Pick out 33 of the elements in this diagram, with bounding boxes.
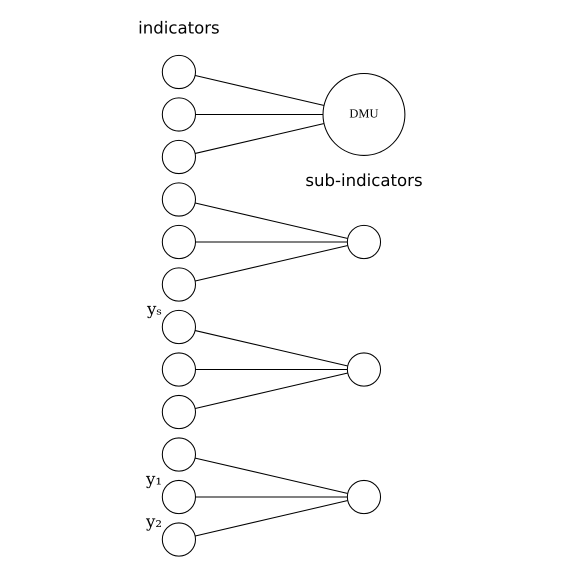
node-circle (162, 394, 196, 430)
connector (195, 202, 348, 239)
connector (196, 368, 348, 370)
connector (196, 496, 348, 498)
node-circle (162, 140, 196, 174)
connector (195, 458, 348, 494)
node-circle (162, 97, 196, 132)
label: sub-indicators (305, 170, 423, 190)
node-circle (162, 267, 196, 302)
label: indicators (138, 18, 220, 38)
connector (195, 372, 348, 409)
connector (196, 241, 348, 243)
node-circle: DMU (322, 73, 406, 156)
node-circle (346, 352, 382, 387)
node-label: yₛ (147, 299, 162, 318)
node-circle (162, 522, 196, 557)
node-circle (162, 352, 196, 387)
node-circle (346, 224, 382, 260)
connector (195, 75, 324, 106)
node-circle (162, 54, 196, 90)
node-circle (162, 437, 196, 472)
node-label: y₂ (146, 512, 162, 531)
connector (195, 123, 324, 154)
connector (196, 114, 323, 115)
connector (195, 245, 348, 282)
node-circle (162, 480, 196, 514)
node-circle (162, 310, 196, 344)
node-circle (162, 182, 196, 217)
connector (195, 500, 348, 536)
node-label: y₁ (146, 469, 162, 488)
node-circle (162, 224, 196, 260)
connector (195, 330, 348, 366)
node-circle (346, 480, 382, 514)
